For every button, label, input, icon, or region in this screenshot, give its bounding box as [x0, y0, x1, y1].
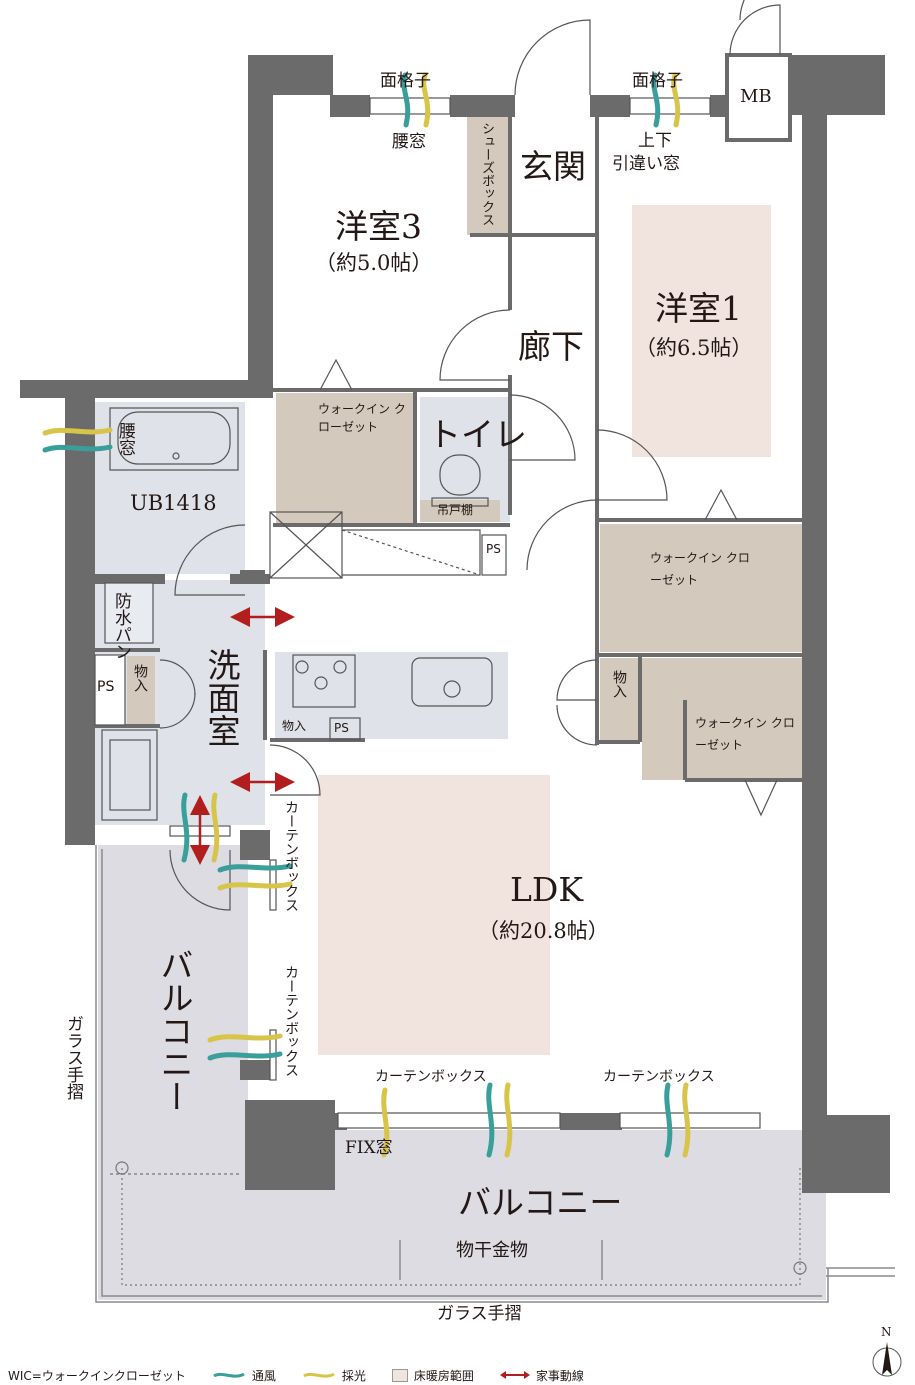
floor-heating-western1 — [632, 205, 771, 457]
wic-western1-label: ウォークイン クローゼット — [650, 551, 750, 587]
room-hallway-name: 廊下 — [518, 327, 584, 366]
legend-ventilation-text: 通風 — [251, 1368, 276, 1383]
curtain-box-2-label: カーテンボックス — [283, 965, 299, 1077]
curtain-box-4-label: カーテンボックス — [603, 1069, 715, 1085]
mb-label: MB — [740, 86, 772, 107]
room-bath-name: UB1418 — [130, 491, 217, 515]
storage-wash-label: 物入 — [132, 664, 148, 692]
wic-ldk-label: ウォークイン クローゼット — [695, 716, 795, 752]
ps-wash-label: PS — [97, 679, 115, 695]
partitions — [95, 117, 805, 782]
shoebox-area — [467, 117, 509, 235]
waist-window-top-label: 腰窓 — [392, 132, 426, 152]
wic-western3-area — [276, 393, 414, 523]
waterproof-pan-label: 防水パン — [111, 592, 131, 660]
glass-rail-west-label: ガラス手摺 — [63, 1015, 83, 1100]
legend-floor-heating-text: 床暖房範囲 — [413, 1368, 474, 1383]
north-label: N — [881, 1325, 892, 1339]
thin-lines — [94, 53, 792, 821]
storage-hall-label: 物入 — [611, 670, 627, 698]
ventilation-swatch-icon — [213, 1372, 245, 1378]
legend-wic-def-text: WIC=ウォークインクローゼット — [8, 1368, 186, 1383]
legend-ventilation: 通風 — [212, 1367, 276, 1384]
storage-kitchen-label: 物入 — [282, 719, 307, 733]
wic-ldk-area — [642, 658, 802, 780]
curtain-box-3-label: カーテンボックス — [375, 1069, 487, 1085]
ps-kitchen-label: PS — [334, 721, 349, 735]
wic-western1-area — [600, 524, 802, 652]
room-western1-size: （約6.5帖） — [635, 336, 753, 360]
sliding-window-label: 引違い窓 — [612, 154, 680, 174]
legend-wic-def: WIC=ウォークインクローゼット — [8, 1367, 186, 1384]
clothes-hanger — [110, 1161, 807, 1286]
balcony-south-name: バルコニー — [458, 1183, 623, 1222]
curtain-box-1-label: カーテンボックス — [283, 800, 299, 912]
walls — [20, 55, 890, 1193]
glass-rail-south-label: ガラス手摺 — [437, 1304, 522, 1324]
storage-wash-area — [127, 656, 155, 724]
chore-line-arrows — [190, 607, 295, 865]
room-toilet-name: トイレ — [428, 415, 527, 454]
windows — [169, 97, 761, 1129]
fix-window-label: FIX窓 — [345, 1138, 393, 1158]
storage-ldk-area — [600, 658, 638, 740]
bath-area — [95, 402, 245, 574]
wic-western3-label: ウォークイン クローゼット — [318, 402, 406, 434]
up-down-label: 上下 — [638, 131, 672, 151]
balcony-west-name: バルコニー — [155, 948, 194, 1113]
room-washroom-name: 洗面室 — [202, 648, 241, 747]
clothes-hanger-label: 物干金物 — [456, 1240, 528, 1261]
lighting-swatch-icon — [303, 1372, 335, 1378]
room-western3-size: （約5.0帖） — [315, 251, 433, 275]
legend-floor-heating: 床暖房範囲 — [391, 1367, 474, 1384]
ps-hall-label: PS — [486, 542, 501, 556]
lattice-right-label: 面格子 — [632, 71, 683, 91]
north-arrow-icon — [872, 1342, 902, 1377]
legend-chore-line-text: 家事動線 — [535, 1368, 584, 1383]
doors — [159, 0, 781, 911]
floor-heating-ldk — [318, 775, 550, 1055]
room-western1-name: 洋室1 — [655, 289, 742, 328]
room-entrance-name: 玄関 — [520, 147, 586, 186]
waist-window-bath-label: 腰窓 — [115, 422, 135, 456]
ventilation-lighting-marks — [42, 72, 691, 1158]
legend-chore-line: 家事動線 — [499, 1367, 584, 1384]
floor-heating-swatch-icon — [391, 1368, 408, 1382]
legend-lighting-text: 採光 — [341, 1368, 366, 1383]
hanging-shelf-label: 吊戸棚 — [437, 503, 474, 517]
room-western3-name: 洋室3 — [335, 207, 422, 246]
kitchen-counter — [275, 652, 508, 739]
chore-line-swatch-icon — [499, 1371, 530, 1379]
lattice-left-label: 面格子 — [380, 71, 431, 91]
legend: WIC=ウォークインクローゼット 通風 採光 床暖房範囲 家事動線 — [8, 1366, 610, 1384]
room-ldk-name: LDK — [510, 870, 584, 909]
room-ldk-size: （約20.8帖） — [478, 919, 609, 943]
legend-lighting: 採光 — [302, 1367, 366, 1384]
shoe-box-label: シューズボックス — [479, 122, 494, 226]
glass-railing — [95, 845, 895, 1303]
balcony-south-area — [98, 1130, 826, 1300]
